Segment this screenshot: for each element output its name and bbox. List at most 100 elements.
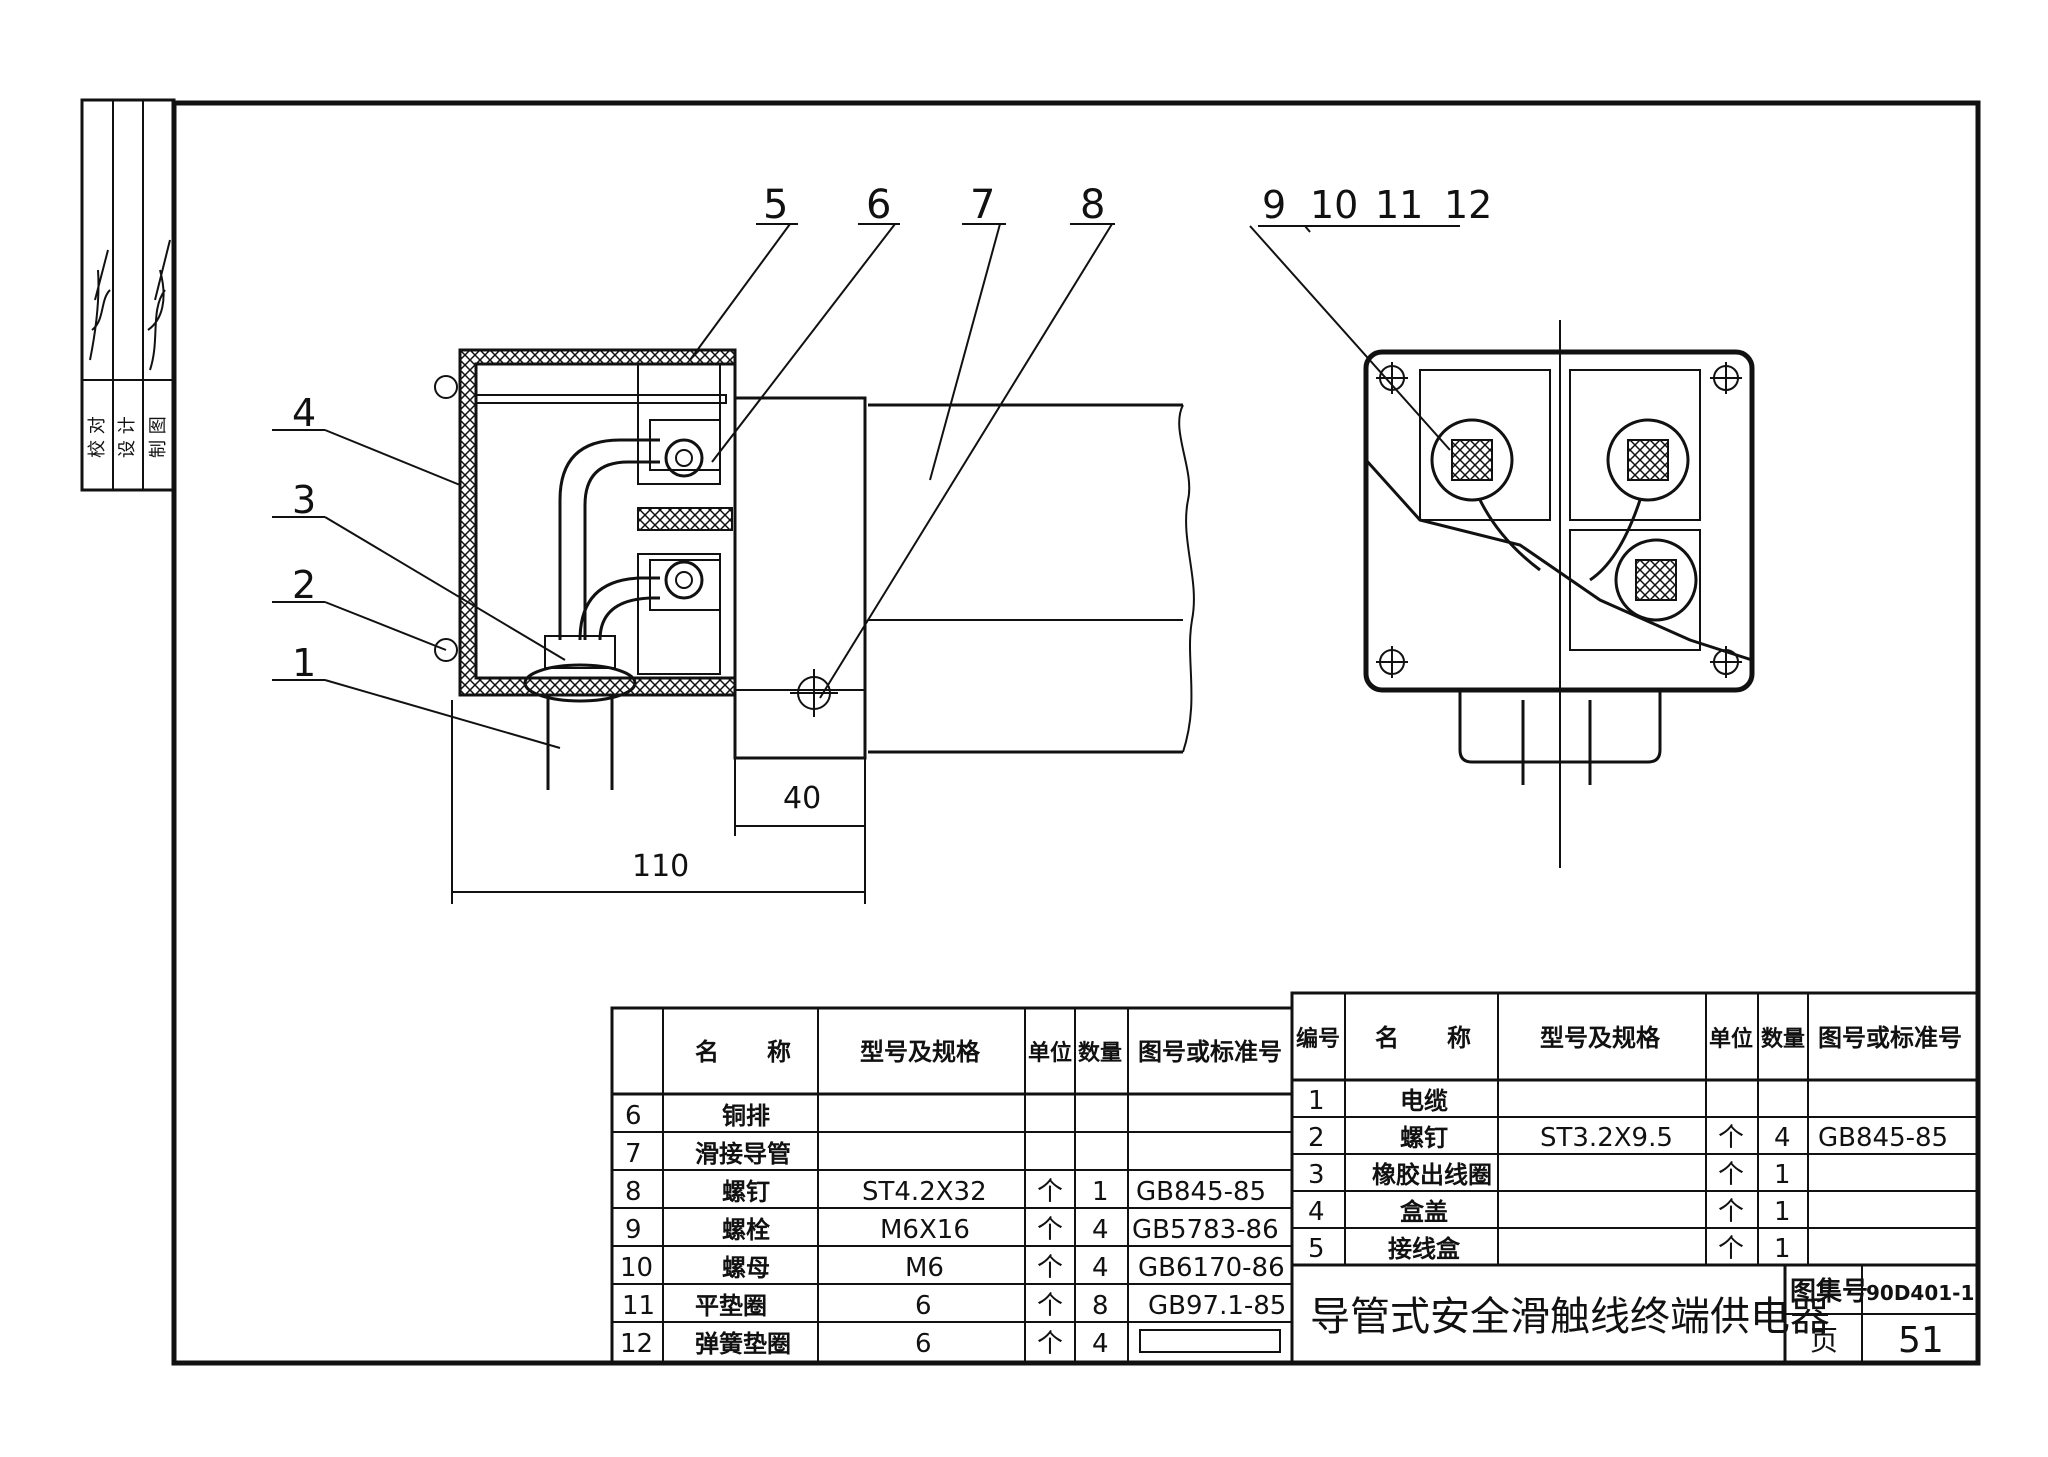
- lt-unit: 个: [1037, 1253, 1063, 1283]
- callout-7: 7: [970, 182, 995, 228]
- rt-no: 1: [1308, 1086, 1325, 1116]
- page-label: 页: [1810, 1324, 1838, 1357]
- lt-header-unit: 单位: [1028, 1040, 1072, 1066]
- rt-no: 4: [1308, 1197, 1325, 1227]
- rt-spec: ST3.2X9.5: [1540, 1123, 1673, 1153]
- lt-no: 11: [622, 1291, 655, 1321]
- bolt-top-right-icon: [1606, 418, 1690, 502]
- terminal-assembly: [558, 363, 733, 675]
- lt-spec: ST4.2X32: [862, 1177, 987, 1207]
- rt-header-no: 编号: [1296, 1026, 1340, 1052]
- cable-entry: [523, 635, 637, 790]
- rt-header-std: 图号或标准号: [1818, 1024, 1962, 1052]
- rt-name: 电缆: [1400, 1087, 1448, 1115]
- role-design: 设 计: [117, 416, 138, 458]
- dimension-40: 40: [783, 781, 821, 816]
- corner-screws: [1376, 362, 1742, 678]
- lt-unit: 个: [1037, 1291, 1063, 1321]
- left-view: 40 110 1 2 3 4 5 6 7 8: [272, 182, 1195, 904]
- callout-3: 3: [292, 478, 316, 522]
- signature-1: [89, 249, 111, 361]
- lid-screw-top-icon: [434, 375, 458, 399]
- callout-leaders-left: [272, 223, 1115, 749]
- callout-1: 1: [292, 641, 316, 685]
- rt-name: 螺钉: [1400, 1124, 1448, 1152]
- rt-qty: 1: [1774, 1234, 1791, 1264]
- lt-no: 10: [620, 1253, 653, 1283]
- rt-unit: 个: [1718, 1123, 1744, 1153]
- rt-no: 5: [1308, 1234, 1325, 1264]
- cable-gland: [1458, 690, 1662, 764]
- lt-qty: 8: [1092, 1291, 1109, 1321]
- lt-no: 7: [625, 1139, 642, 1169]
- lt-name: 螺母: [722, 1254, 770, 1282]
- lt-spec: M6: [905, 1253, 944, 1283]
- rt-header-spec: 型号及规格: [1540, 1024, 1661, 1052]
- lt-std: GB97.1-85: [1148, 1291, 1286, 1321]
- role-proofread: 校 对: [87, 416, 108, 458]
- rt-qty: 4: [1774, 1123, 1791, 1153]
- callout-11: 11: [1375, 183, 1423, 227]
- lt-name: 螺钉: [722, 1178, 770, 1206]
- rt-qty: 1: [1774, 1160, 1791, 1190]
- title-block: [1290, 1263, 1980, 1365]
- callout-8: 8: [1080, 182, 1105, 228]
- lt-spec: 6: [915, 1291, 932, 1321]
- rt-name: 接线盒: [1388, 1235, 1461, 1263]
- approval-strip: 校 对 设 计 制 图: [80, 98, 176, 492]
- callout-12: 12: [1444, 183, 1492, 227]
- lt-name: 铜排: [722, 1102, 770, 1130]
- rt-header-name: 名 称: [1375, 1024, 1471, 1052]
- rt-unit: 个: [1718, 1160, 1744, 1190]
- lt-name: 平垫圈: [695, 1292, 767, 1320]
- screw-8-icon: [790, 669, 838, 717]
- rt-no: 2: [1308, 1123, 1325, 1153]
- callout-9: 9: [1262, 183, 1286, 227]
- drawing-title: 导管式安全滑触线终端供电器: [1310, 1294, 1830, 1340]
- lt-qty: 4: [1092, 1215, 1109, 1245]
- lt-std: GB6170-86: [1138, 1253, 1285, 1283]
- lt-header-qty: 数量: [1078, 1040, 1122, 1066]
- rt-no: 3: [1308, 1160, 1325, 1190]
- rt-header-unit: 单位: [1709, 1026, 1753, 1052]
- rt-unit: 个: [1718, 1234, 1744, 1264]
- signature-2: [147, 239, 171, 371]
- rubber-grommet: [523, 663, 637, 703]
- bolt-bottom-right-icon: [1614, 538, 1698, 622]
- rt-rows: 1 电缆 2 螺钉 ST3.2X9.5 个 4 GB845-85 3 橡胶出线圈…: [1308, 1086, 1948, 1264]
- callout-4: 4: [292, 391, 316, 435]
- lt-header-name: 名 称: [695, 1038, 791, 1066]
- lt-name: 螺栓: [722, 1216, 770, 1244]
- parts-table-left: [610, 1006, 1294, 1365]
- parts-table-right: [1290, 991, 1980, 1267]
- lt-no: 8: [625, 1177, 642, 1207]
- lt-unit: 个: [1037, 1177, 1063, 1207]
- junction-box: [434, 348, 737, 697]
- lt-header-std: 图号或标准号: [1138, 1038, 1282, 1066]
- lt-rows: 6 铜排 7 滑接导管 8 螺钉 ST4.2X32 个 1 GB845-85 9…: [620, 1101, 1286, 1359]
- box-outline: [1363, 349, 1755, 693]
- lt-no: 9: [625, 1215, 642, 1245]
- rt-std: GB845-85: [1818, 1123, 1948, 1153]
- terminal-screw-upper-icon: [664, 438, 704, 478]
- dimension-lines: 40 110: [451, 700, 866, 904]
- lt-header-spec: 型号及规格: [860, 1038, 981, 1066]
- clamp-block: [733, 396, 867, 760]
- lt-no: 6: [625, 1101, 642, 1131]
- atlas-label: 图集号: [1790, 1276, 1868, 1307]
- lt-qty: 4: [1092, 1253, 1109, 1283]
- lt-std: GB5783-86: [1132, 1215, 1279, 1245]
- rt-name: 盒盖: [1399, 1198, 1448, 1226]
- callout-2: 2: [292, 563, 316, 607]
- rt-unit: 个: [1718, 1197, 1744, 1227]
- callout-6: 6: [866, 182, 891, 228]
- lt-name: 弹簧垫圈: [695, 1330, 791, 1358]
- lt-std: GB845-85: [1136, 1177, 1266, 1207]
- rt-qty: 1: [1774, 1197, 1791, 1227]
- rt-header-qty: 数量: [1761, 1026, 1805, 1052]
- lt-unit: 个: [1037, 1215, 1063, 1245]
- right-view: [1249, 225, 1755, 868]
- lid-screw-bottom-icon: [434, 638, 458, 662]
- lt-unit: 个: [1037, 1329, 1063, 1359]
